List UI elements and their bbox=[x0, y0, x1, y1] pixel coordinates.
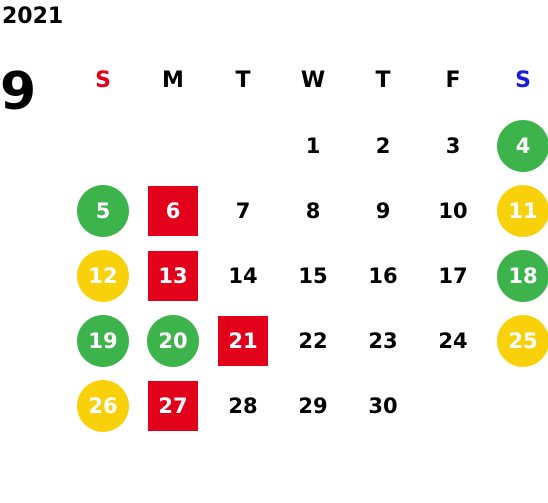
weekday-header: T bbox=[348, 48, 418, 113]
day-number: 8 bbox=[305, 198, 321, 223]
day-number: 22 bbox=[298, 328, 328, 353]
day-number: 28 bbox=[228, 393, 258, 418]
day-cell: 26 bbox=[68, 373, 138, 438]
day-number: 7 bbox=[235, 198, 251, 223]
day-number: 15 bbox=[298, 263, 328, 288]
day-number: 27 bbox=[148, 380, 198, 431]
weekday-header: T bbox=[208, 48, 278, 113]
day-cell: 20 bbox=[138, 308, 208, 373]
day-cell: 7 bbox=[208, 178, 278, 243]
day-cell: 12 bbox=[68, 243, 138, 308]
day-number: 17 bbox=[438, 263, 468, 288]
day-number: 14 bbox=[228, 263, 258, 288]
day-cell: 4 bbox=[488, 113, 548, 178]
day-cell: 9 bbox=[348, 178, 418, 243]
day-number: 26 bbox=[77, 379, 129, 432]
day-cell: 14 bbox=[208, 243, 278, 308]
weekday-label: S bbox=[95, 68, 111, 93]
day-number: 11 bbox=[497, 184, 548, 237]
day-number: 9 bbox=[375, 198, 391, 223]
day-cell: 21 bbox=[208, 308, 278, 373]
day-cell: 19 bbox=[68, 308, 138, 373]
day-cell: 10 bbox=[418, 178, 488, 243]
day-number: 3 bbox=[445, 133, 461, 158]
weekday-header: S bbox=[488, 48, 548, 113]
day-cell: 8 bbox=[278, 178, 348, 243]
day-cell: 25 bbox=[488, 308, 548, 373]
day-number: 12 bbox=[77, 249, 129, 302]
day-cell: 17 bbox=[418, 243, 488, 308]
weekday-header: S bbox=[68, 48, 138, 113]
day-number: 20 bbox=[147, 314, 199, 367]
day-cell: 2 bbox=[348, 113, 418, 178]
day-cell: 5 bbox=[68, 178, 138, 243]
day-number: 23 bbox=[368, 328, 398, 353]
weekday-header: M bbox=[138, 48, 208, 113]
day-number: 18 bbox=[497, 249, 548, 302]
day-number: 4 bbox=[497, 119, 548, 172]
weekday-label: W bbox=[300, 68, 326, 93]
day-number: 2 bbox=[375, 133, 391, 158]
day-cell: 3 bbox=[418, 113, 488, 178]
day-cell: 13 bbox=[138, 243, 208, 308]
day-number: 6 bbox=[148, 185, 198, 236]
day-number: 19 bbox=[77, 314, 129, 367]
day-cell: 18 bbox=[488, 243, 548, 308]
weekday-label: S bbox=[515, 68, 531, 93]
weekday-label: T bbox=[375, 68, 391, 93]
day-number: 10 bbox=[438, 198, 468, 223]
day-cell: 28 bbox=[208, 373, 278, 438]
day-cell: 1 bbox=[278, 113, 348, 178]
day-number: 5 bbox=[77, 184, 129, 237]
weekday-header: W bbox=[278, 48, 348, 113]
day-number: 16 bbox=[368, 263, 398, 288]
year-label: 2021 bbox=[2, 4, 64, 29]
weekday-label: M bbox=[162, 68, 184, 93]
day-cell: 30 bbox=[348, 373, 418, 438]
day-cell: 22 bbox=[278, 308, 348, 373]
day-number: 1 bbox=[305, 133, 321, 158]
day-cell: 11 bbox=[488, 178, 548, 243]
day-number: 24 bbox=[438, 328, 468, 353]
day-cell: 6 bbox=[138, 178, 208, 243]
month-label: 9 bbox=[0, 62, 37, 122]
day-number: 13 bbox=[148, 250, 198, 301]
day-number: 30 bbox=[368, 393, 398, 418]
day-cell: 16 bbox=[348, 243, 418, 308]
day-cell: 23 bbox=[348, 308, 418, 373]
day-cell: 24 bbox=[418, 308, 488, 373]
day-cell: 15 bbox=[278, 243, 348, 308]
day-number: 21 bbox=[218, 315, 268, 366]
day-number: 29 bbox=[298, 393, 328, 418]
day-cell: 29 bbox=[278, 373, 348, 438]
weekday-label: T bbox=[235, 68, 251, 93]
day-number: 25 bbox=[497, 314, 548, 367]
weekday-label: F bbox=[445, 68, 461, 93]
weekday-header: F bbox=[418, 48, 488, 113]
day-cell: 27 bbox=[138, 373, 208, 438]
